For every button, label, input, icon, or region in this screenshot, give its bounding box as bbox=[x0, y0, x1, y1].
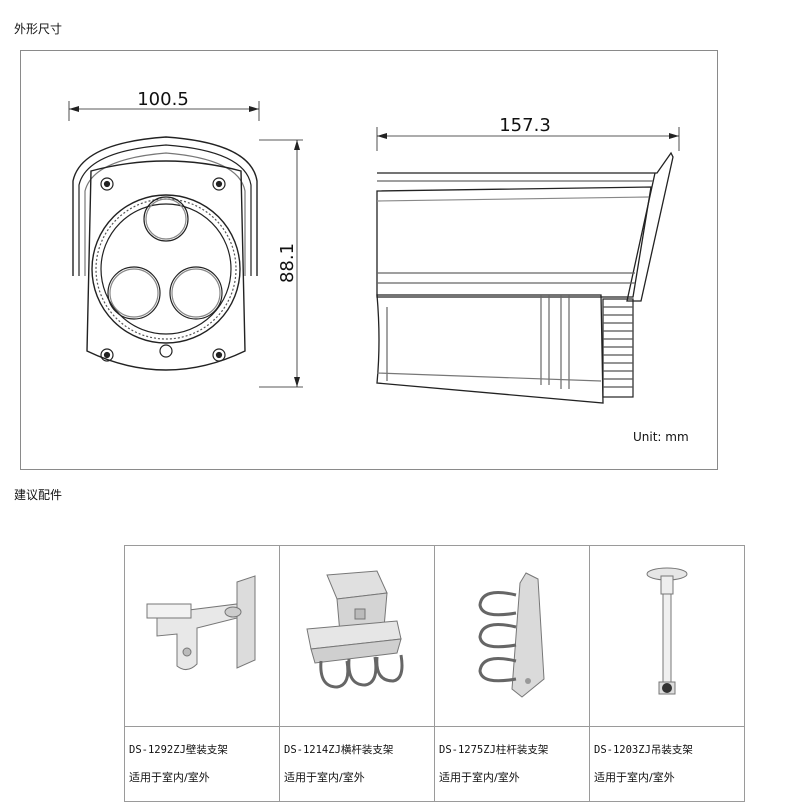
accessory-use: 适用于室内/室外 bbox=[594, 771, 675, 784]
accessory-use: 适用于室内/室外 bbox=[284, 771, 365, 784]
accessory-use: 适用于室内/室外 bbox=[129, 771, 210, 784]
dimensions-title: 外形尺寸 bbox=[14, 22, 63, 36]
accessories-table: DS-1292ZJ壁装支架 适用于室内/室外 DS-1214ZJ横杆装支架 适用… bbox=[124, 545, 745, 802]
width-dimension-label: 100.5 bbox=[137, 89, 189, 110]
accessory-name: DS-1214ZJ横杆装支架 bbox=[284, 744, 394, 756]
pendant-mount-bracket-icon bbox=[646, 567, 688, 695]
height-dimension-label: 88.1 bbox=[277, 243, 298, 283]
accessory-text-cell: DS-1292ZJ壁装支架 适用于室内/室外 bbox=[124, 726, 280, 802]
accessory-text-cell: DS-1203ZJ吊装支架 适用于室内/室外 bbox=[589, 726, 745, 802]
accessory-image-cell bbox=[279, 545, 435, 727]
accessory-name: DS-1275ZJ柱杆装支架 bbox=[439, 744, 549, 756]
accessory-image-cell bbox=[589, 545, 745, 727]
accessory-text-cell: DS-1214ZJ横杆装支架 适用于室内/室外 bbox=[279, 726, 435, 802]
horizontal-pole-bracket-icon bbox=[306, 570, 404, 689]
side-view bbox=[376, 127, 680, 404]
accessory-image-cell bbox=[124, 545, 280, 727]
accessories-title: 建议配件 bbox=[14, 488, 63, 502]
accessory-text-cell: DS-1275ZJ柱杆装支架 适用于室内/室外 bbox=[434, 726, 590, 802]
accessory-name: DS-1203ZJ吊装支架 bbox=[594, 744, 693, 756]
dimension-drawing: 100.5 88.1 157.3 Unit: mm bbox=[20, 50, 718, 470]
accessory-use: 适用于室内/室外 bbox=[439, 771, 520, 784]
accessory-image-cell bbox=[434, 545, 590, 727]
wall-mount-bracket-icon bbox=[146, 575, 256, 670]
front-view bbox=[68, 101, 303, 388]
length-dimension-label: 157.3 bbox=[499, 115, 551, 136]
camera-drawing-svg: 100.5 88.1 157.3 Unit: mm bbox=[68, 89, 689, 444]
accessory-name: DS-1292ZJ壁装支架 bbox=[129, 744, 228, 756]
unit-label: Unit: mm bbox=[633, 430, 689, 444]
vertical-pole-bracket-icon bbox=[478, 572, 545, 698]
